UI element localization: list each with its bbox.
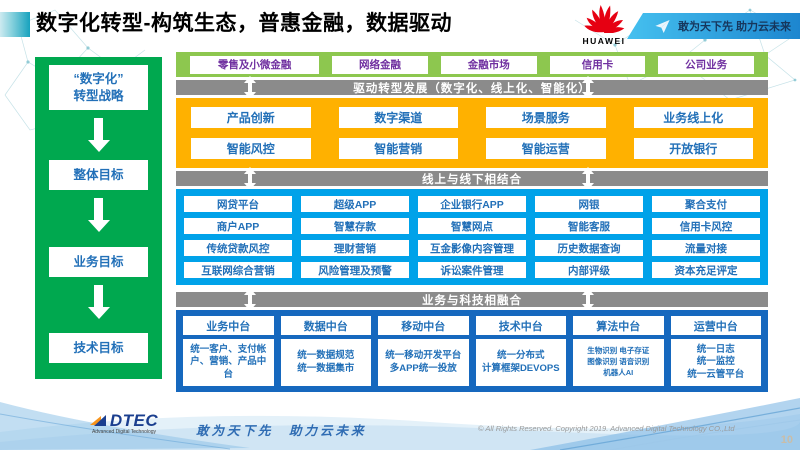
- huawei-wordmark: HUAWEI: [582, 36, 626, 46]
- footer-slogan: 敢为天下先 助力云未来: [196, 424, 367, 438]
- sidebar-tech-goal-box: 技术目标: [49, 333, 148, 363]
- capability-box: 智能风控: [191, 138, 311, 159]
- dtec-logo-icon: [89, 414, 106, 426]
- capability-box: 开放银行: [633, 138, 753, 159]
- sidebar-business-goal-box: 业务目标: [49, 247, 148, 277]
- capability-box: 智能运营: [486, 138, 606, 159]
- double-arrow-icon: [244, 76, 256, 99]
- platform-column: 运营中台 统一日志 统一监控 统一云管平台: [670, 316, 761, 386]
- huawei-flower-icon: [584, 5, 625, 34]
- channel-box: 智能客服: [535, 218, 643, 234]
- platform-detail: 统一数据规范 统一数据集市: [280, 339, 371, 386]
- channel-box: 网贷平台: [184, 196, 292, 212]
- copyright-text: © All Rights Reserved. Copyright 2019. A…: [478, 424, 735, 433]
- capability-box: 数字渠道: [338, 107, 458, 128]
- channel-box: 互金影像内容管理: [418, 240, 526, 256]
- title-accent-bar: [0, 12, 30, 37]
- platform-title: 运营中台: [670, 316, 761, 335]
- channel-box: 信用卡风控: [652, 218, 760, 234]
- sidebar-strategy-box: “数字化” 转型战略: [49, 65, 148, 110]
- platform-detail: 生物识别 电子存证 图像识别 语音识别 机器人AI: [573, 339, 664, 386]
- platform-title: 算法中台: [573, 316, 664, 335]
- paper-plane-icon: [655, 19, 670, 33]
- channel-box: 智慧网点: [418, 218, 526, 234]
- business-line: 信用卡: [549, 55, 646, 74]
- double-arrow-icon: [244, 288, 256, 311]
- channel-box: 商户APP: [184, 218, 292, 234]
- down-arrow-icon: [87, 118, 110, 152]
- business-line: 网络金融: [332, 55, 428, 74]
- platform-detail: 统一日志 统一监控 统一云管平台: [670, 339, 761, 386]
- banner-online-offline: 线上与线下相结合: [176, 167, 768, 190]
- down-arrow-icon: [87, 285, 110, 319]
- dtec-wordmark: DTEC: [109, 411, 159, 430]
- ribbon-slogan: 敢为天下先 助力云未来: [678, 21, 792, 33]
- channel-box: 风险管理及预警: [301, 262, 409, 278]
- banner-drive-transformation: 驱动转型发展（数字化、线上化、智能化）: [176, 76, 768, 99]
- channel-box: 超级APP: [301, 196, 409, 212]
- capability-box: 产品创新: [191, 107, 311, 128]
- channel-box: 传统贷款风控: [184, 240, 292, 256]
- double-arrow-icon: [582, 76, 594, 99]
- down-arrow-icon: [87, 198, 110, 232]
- platform-column: 算法中台 生物识别 电子存证 图像识别 语音识别 机器人AI: [573, 316, 664, 386]
- channel-box: 资本充足评定: [652, 262, 760, 278]
- platform-title: 业务中台: [183, 316, 274, 335]
- business-lines-band: 零售及小微金融 网络金融 金融市场 信用卡 公司业务: [176, 52, 768, 77]
- double-arrow-icon: [582, 288, 594, 311]
- dtec-subtitle: Advanced Digital Technology: [91, 429, 157, 435]
- business-line: 金融市场: [440, 55, 537, 74]
- huawei-logo: HUAWEI: [578, 3, 630, 46]
- platform-detail: 统一移动开发平台 多APP统一投放: [378, 339, 469, 386]
- dtec-logo: DTEC Advanced Digital Technology: [64, 411, 184, 435]
- channel-box: 内部评级: [535, 262, 643, 278]
- channel-box: 理财营销: [301, 240, 409, 256]
- banner-label: 线上与线下相结合: [422, 173, 522, 186]
- platform-detail: 统一客户、支付帐户、营销、产品中台: [183, 339, 274, 386]
- platform-title: 数据中台: [280, 316, 371, 335]
- capability-box: 智能营销: [338, 138, 458, 159]
- middle-platform-block: 业务中台 统一客户、支付帐户、营销、产品中台 数据中台 统一数据规范 统一数据集…: [176, 310, 768, 392]
- business-line: 公司业务: [658, 55, 755, 74]
- channel-box: 企业银行APP: [418, 196, 526, 212]
- platform-title: 技术中台: [475, 316, 566, 335]
- page-number: 10: [780, 434, 793, 446]
- double-arrow-icon: [582, 167, 594, 190]
- channel-box: 网银: [535, 196, 643, 212]
- platform-title: 移动中台: [378, 316, 469, 335]
- channel-box: 互联网综合营销: [184, 262, 292, 278]
- channel-box: 历史数据查询: [535, 240, 643, 256]
- sidebar-overall-goal-box: 整体目标: [49, 160, 148, 190]
- platform-column: 技术中台 统一分布式 计算框架DEVOPS: [475, 316, 566, 386]
- platform-column: 业务中台 统一客户、支付帐户、营销、产品中台: [183, 316, 274, 386]
- channel-box: 聚合支付: [652, 196, 760, 212]
- capability-box: 业务线上化: [633, 107, 753, 128]
- page-title: 数字化转型-构筑生态，普惠金融，数据驱动: [36, 12, 452, 35]
- capabilities-block: 产品创新 数字渠道 场景服务 业务线上化 智能风控 智能营销 智能运营 开放银行: [176, 98, 768, 168]
- banner-business-tech: 业务与科技相融合: [176, 288, 768, 311]
- platform-detail: 统一分布式 计算框架DEVOPS: [475, 339, 566, 386]
- slogan-ribbon: 敢为天下先 助力云未来: [627, 13, 800, 39]
- channel-box: 诉讼案件管理: [418, 262, 526, 278]
- banner-label: 驱动转型发展（数字化、线上化、智能化）: [353, 82, 591, 95]
- capability-box: 场景服务: [486, 107, 606, 128]
- channels-block: 网贷平台 超级APP 企业银行APP 网银 聚合支付 商户APP 智慧存款 智慧…: [176, 189, 768, 285]
- double-arrow-icon: [244, 167, 256, 190]
- banner-label: 业务与科技相融合: [422, 294, 522, 307]
- wave-decoration: [0, 398, 800, 450]
- channel-box: 流量对接: [652, 240, 760, 256]
- strategy-sidebar: “数字化” 转型战略 整体目标 业务目标 技术目标: [35, 57, 162, 379]
- platform-column: 移动中台 统一移动开发平台 多APP统一投放: [378, 316, 469, 386]
- business-line: 零售及小微金融: [190, 55, 320, 74]
- platform-column: 数据中台 统一数据规范 统一数据集市: [280, 316, 371, 386]
- channel-box: 智慧存款: [301, 218, 409, 234]
